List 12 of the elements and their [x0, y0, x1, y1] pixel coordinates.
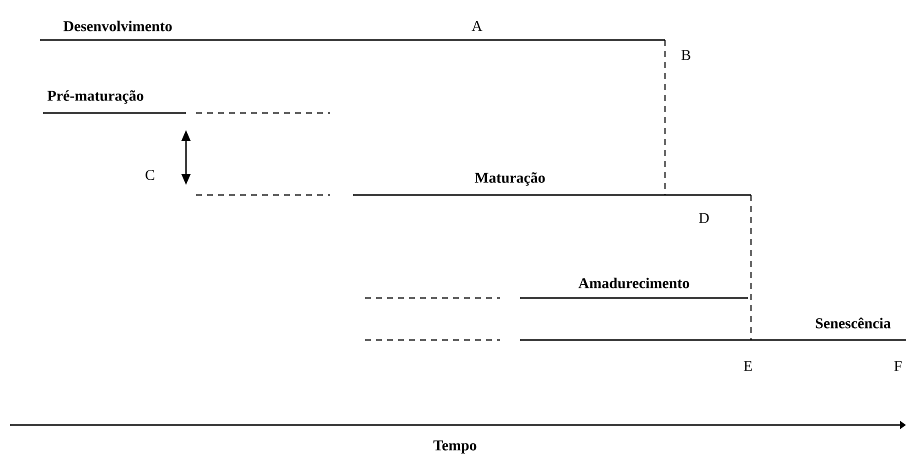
phase-label: Senescência — [816, 318, 891, 328]
point-letter: F — [894, 361, 902, 371]
phase-label: Maturação — [474, 172, 545, 186]
point-letter: E — [744, 361, 752, 371]
phase-label: Amadurecimento — [578, 278, 690, 288]
point-letter: D — [699, 213, 709, 223]
point-letter: A — [472, 21, 482, 31]
axis-label: Tempo — [433, 440, 476, 454]
phase-label: Desenvolvimento — [63, 20, 172, 32]
point-letter: C — [146, 170, 154, 180]
phase-label: Pré-maturação — [47, 90, 144, 104]
point-letter: B — [681, 50, 690, 60]
